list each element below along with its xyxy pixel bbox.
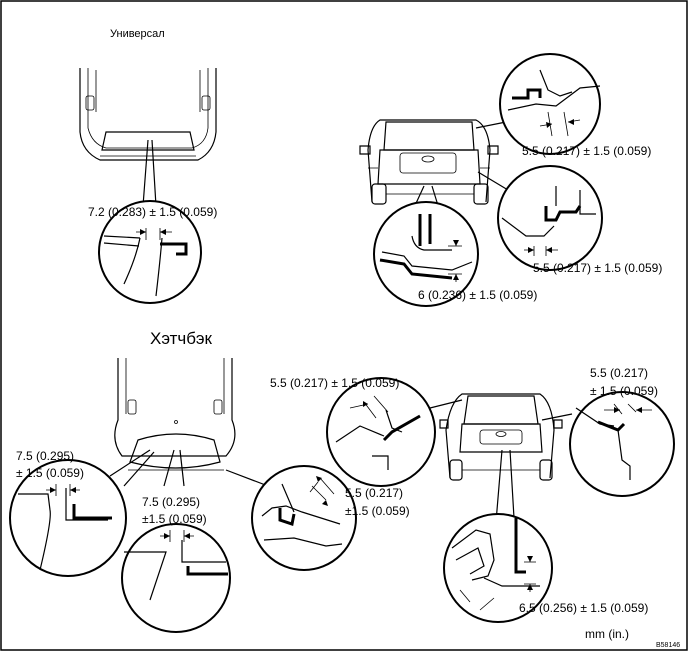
wagon-center-lower-detail <box>373 201 479 307</box>
dim-wagon-rear-lower: 7.2 (0.283) ± 1.5 (0.059) <box>88 205 217 219</box>
wagon-side-upper-detail <box>499 53 601 155</box>
hatchback-rear-upper-right-detail <box>569 391 675 497</box>
dim-hb-right-value: 5.5 (0.217) <box>345 486 403 500</box>
dim-hb-center-tolerance: ±1.5 (0.059) <box>142 512 207 526</box>
dim-hb-center-value: 7.5 (0.295) <box>142 495 200 509</box>
hatchback-rear-leader-left <box>429 399 463 409</box>
dim-hb-right-tolerance: ±1.5 (0.059) <box>345 504 410 518</box>
figure-code: B58146 <box>656 642 680 649</box>
hatchback-center-detail <box>121 523 231 633</box>
hatchback-rear-lower-detail <box>443 513 553 623</box>
hatchback-top-view <box>114 358 236 471</box>
dim-hb-rear-lower: 6.5 (0.256) ± 1.5 (0.059) <box>519 601 648 615</box>
wagon-rear-leader-upper <box>475 121 507 129</box>
dim-hb-left-value: 7.5 (0.295) <box>16 449 74 463</box>
wagon-section-title: Универсал <box>110 28 165 40</box>
hatchback-top-leader-center <box>163 449 185 487</box>
hatchback-top-leader-left <box>109 449 155 487</box>
dim-wagon-side-upper: 5.5 (0.217) ± 1.5 (0.059) <box>522 144 651 158</box>
units-label: mm (in.) <box>585 627 629 641</box>
hatchback-rear-leader-lower <box>495 449 515 523</box>
hatchback-left-detail <box>9 459 127 577</box>
dim-wagon-center-lower: 6 (0.236) ± 1.5 (0.059) <box>418 288 537 302</box>
dim-hb-left-tolerance: ± 1.5 (0.059) <box>16 466 84 480</box>
dim-wagon-side-lower: 5.5 (0.217) ± 1.5 (0.059) <box>533 261 662 275</box>
wagon-top-view <box>79 68 217 161</box>
wagon-rear-leader-side <box>477 171 509 191</box>
hatchback-rear-upper-left-detail <box>326 377 436 487</box>
hatchback-rear-view <box>439 393 563 481</box>
wagon-side-lower-detail <box>497 165 603 271</box>
dim-hb-rear-upper-left: 5.5 (0.217) ± 1.5 (0.059) <box>270 376 399 390</box>
hatchback-section-title: Хэтчбэк <box>150 329 213 348</box>
hatchback-right-detail <box>251 465 357 571</box>
dim-hb-rear-upper-right-tolerance: ± 1.5 (0.059) <box>590 384 658 398</box>
wagon-rear-lower-detail <box>98 200 202 304</box>
wagon-rear-view <box>359 119 499 205</box>
hatchback-top-leader-right <box>225 469 269 487</box>
hatchback-rear-leader-right <box>541 413 573 421</box>
wagon-top-leader <box>142 139 157 207</box>
dim-hb-rear-upper-right-value: 5.5 (0.217) <box>590 366 648 380</box>
